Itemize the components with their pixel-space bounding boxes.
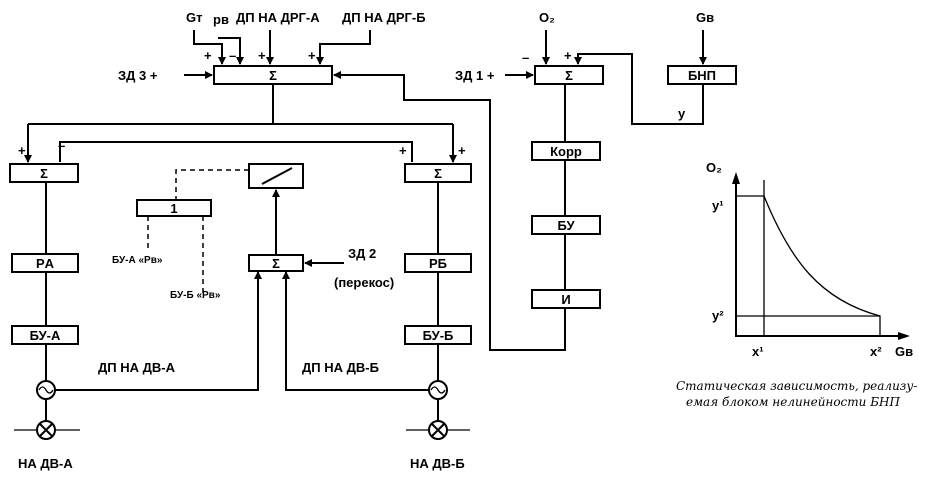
sign-plus: + <box>308 48 316 63</box>
input-dp-drg-a: ДП НА ДРГ-А <box>236 10 320 25</box>
left-sum-label: Σ <box>40 166 48 181</box>
input-o2: O₂ <box>539 10 555 25</box>
graph-x-left: x¹ <box>752 344 764 359</box>
i-block <box>531 289 601 309</box>
sign-plus: + <box>399 143 407 158</box>
graph-y-bottom: y² <box>712 308 724 323</box>
sign-minus: – <box>229 48 236 63</box>
bu-a-label: БУ-А <box>30 328 61 343</box>
graph-x-right: x² <box>870 344 882 359</box>
mid-sum-label: Σ <box>272 256 280 271</box>
input-gv: Gв <box>696 10 714 25</box>
na-dv-a-label: НА ДВ-А <box>18 456 73 471</box>
one-block <box>136 199 212 217</box>
right-sum-label: Σ <box>434 166 442 181</box>
o2-sum-label: Σ <box>565 68 573 83</box>
graph-y-axis-label: O₂ <box>706 160 722 175</box>
bu-b-label: БУ-Б <box>423 328 454 343</box>
bnp-characteristic-graph <box>732 172 910 340</box>
dp-dv-a-label: ДП НА ДВ-А <box>98 360 176 375</box>
sign-plus: + <box>564 48 572 63</box>
y-signal-label: y <box>678 106 686 121</box>
pa-label: PА <box>36 256 55 271</box>
input-gt: Gт <box>186 10 202 25</box>
zd2-label: ЗД 2 <box>348 246 376 261</box>
sign-plus: + <box>18 143 26 158</box>
main-inputs-lines <box>193 30 371 65</box>
na-dv-b-label: НА ДВ-Б <box>410 456 465 471</box>
sign-plus: + <box>258 48 266 63</box>
zd2-note: (перекос) <box>334 275 394 290</box>
i-label: И <box>561 292 570 307</box>
input-pv: pв <box>213 12 229 27</box>
graph-caption-line2: емая блоком нелинейности БНП <box>686 395 900 409</box>
dp-dv-b-label: ДП НА ДВ-Б <box>302 360 379 375</box>
korr-label: Корр <box>550 144 582 159</box>
sign-plus: + <box>458 143 466 158</box>
bu-label: БУ <box>557 218 575 233</box>
graph-caption-line1: Статическая зависимость, реализу- <box>676 379 917 393</box>
bnp-label: БНП <box>688 68 716 83</box>
pb-label: PБ <box>429 256 447 271</box>
limiter-icon <box>261 167 293 185</box>
sign-minus: – <box>58 138 65 153</box>
sign-plus: + <box>204 48 212 63</box>
graph-y-top: y¹ <box>712 198 724 213</box>
bu-a-pv-label: БУ-А «Pв» <box>112 255 163 266</box>
main-sum-label: Σ <box>269 68 277 83</box>
characteristic-curve <box>763 180 881 317</box>
input-zd1: ЗД 1 + <box>455 68 495 83</box>
o2-sum-block <box>534 65 604 85</box>
bu-b-pv-label: БУ-Б «Pв» <box>170 290 221 301</box>
one-label: 1 <box>170 201 177 216</box>
graph-x-axis-label: Gв <box>895 344 913 359</box>
input-zd3: ЗД 3 + <box>118 68 158 83</box>
left-sum-block <box>9 163 79 183</box>
input-dp-drg-b: ДП НА ДРГ-Б <box>342 10 426 25</box>
sign-minus: – <box>522 50 529 65</box>
